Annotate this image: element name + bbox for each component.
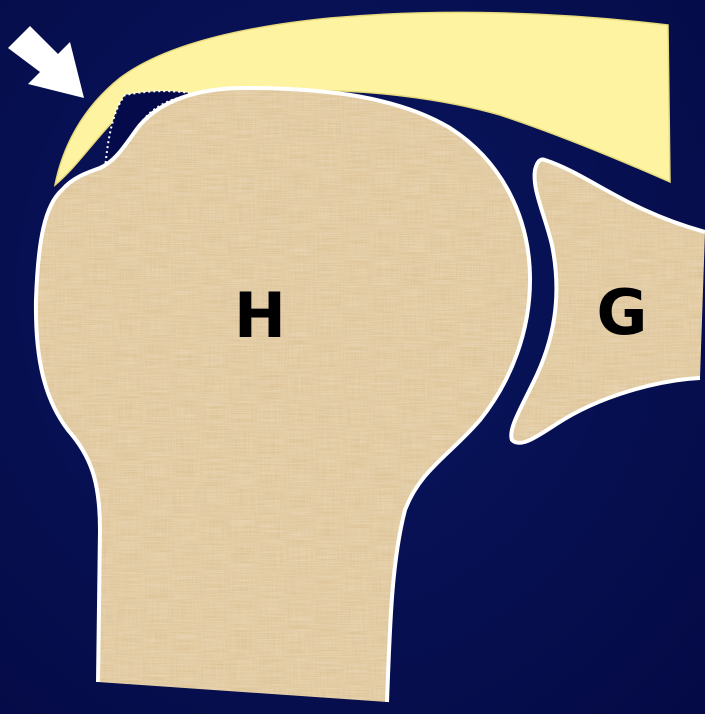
glenoid-label: G: [597, 276, 648, 349]
humerus-label: H: [234, 279, 286, 352]
arrow-icon: [8, 26, 84, 98]
